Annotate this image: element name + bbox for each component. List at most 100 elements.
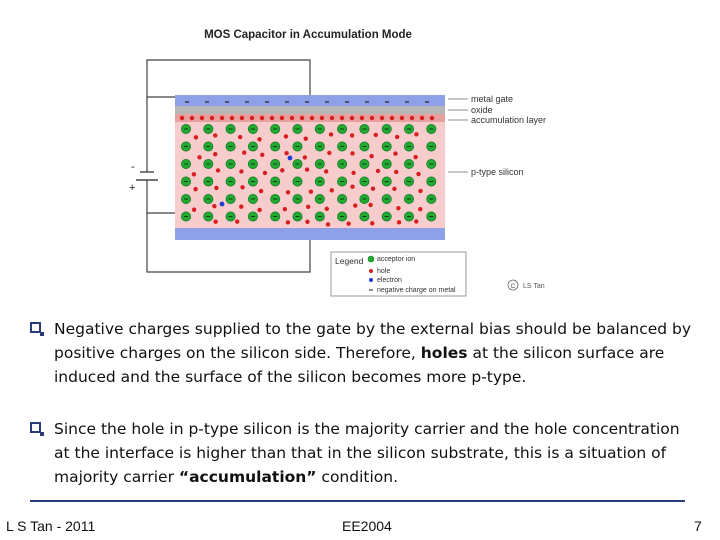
- footer-author: L S Tan - 2011: [6, 518, 96, 534]
- hole: [413, 154, 418, 160]
- hole: [302, 155, 308, 160]
- hole: [213, 219, 218, 224]
- hole: [193, 186, 198, 192]
- hole: [257, 137, 262, 142]
- copyright-author: LS Tan: [523, 283, 545, 290]
- hole: [191, 172, 197, 177]
- hole: [414, 219, 419, 224]
- legend-item-hole: hole: [377, 268, 390, 275]
- legend-title: Legend: [335, 256, 364, 266]
- accumulated-hole: [429, 115, 435, 121]
- footer-page-number: 7: [694, 518, 702, 534]
- hole: [258, 188, 264, 194]
- accumulated-hole: [269, 115, 275, 121]
- oxide-layer: [175, 106, 445, 114]
- accumulated-hole: [319, 115, 325, 121]
- accumulated-hole: [289, 115, 295, 121]
- hole: [418, 207, 423, 212]
- hole: [394, 134, 400, 140]
- accumulated-hole: [229, 115, 235, 121]
- accumulated-hole: [339, 115, 345, 121]
- p-type-silicon-label: p-type silicon: [471, 167, 524, 177]
- square-bullet-icon: [30, 422, 44, 436]
- bullet-emphasis: holes: [420, 344, 468, 362]
- metal-gate-label: metal gate: [471, 94, 513, 104]
- hole: [197, 155, 202, 160]
- hole: [237, 134, 243, 140]
- hole: [308, 189, 314, 194]
- hole: [394, 169, 399, 175]
- hole: [324, 206, 330, 211]
- hole: [416, 171, 421, 177]
- hole: [328, 132, 334, 137]
- accumulated-hole: [409, 115, 415, 121]
- footer-course: EE2004: [342, 518, 392, 534]
- hole: [284, 150, 289, 156]
- hole: [304, 167, 310, 172]
- hole: [418, 188, 423, 194]
- legend-acceptor-icon: [367, 255, 375, 263]
- accumulated-hole: [369, 115, 375, 121]
- accumulated-hole: [239, 115, 245, 121]
- bullet-text-run: condition.: [316, 468, 399, 486]
- hole: [191, 207, 197, 212]
- mos-capacitor-diagram: MOS Capacitor in Accumulation Mode - + m…: [129, 29, 546, 297]
- hole: [373, 132, 378, 138]
- hole: [350, 184, 355, 189]
- bullet-text-run: Negative charges supplied to the gate by…: [54, 320, 692, 362]
- hole: [303, 136, 308, 141]
- legend-item-negative-charge: negative charge on metal: [377, 287, 456, 294]
- accumulated-hole: [309, 115, 315, 121]
- accumulation-layer-label: accumulation layer: [471, 115, 546, 125]
- accumulated-hole: [379, 115, 385, 121]
- hole: [282, 207, 288, 212]
- accumulated-hole: [199, 115, 205, 121]
- bullet-item: Since the hole in p-type silicon is the …: [30, 417, 700, 489]
- accumulated-hole: [179, 115, 185, 121]
- hole: [285, 220, 291, 225]
- hole: [392, 186, 397, 192]
- hole-group: [191, 132, 423, 227]
- oxide-label: oxide: [471, 105, 493, 115]
- legend-box: [330, 251, 467, 297]
- hole: [213, 133, 218, 138]
- accumulated-hole: [359, 115, 365, 121]
- hole: [369, 153, 374, 159]
- accumulated-hole: [209, 115, 215, 121]
- accumulated-hole: [249, 115, 255, 121]
- bullet-text-run: Since the hole in p-type silicon is the …: [54, 420, 680, 486]
- acceptor-ion-grid: [180, 124, 437, 222]
- accumulated-hole: [389, 115, 395, 121]
- accumulated-hole: [219, 115, 225, 121]
- hole: [396, 220, 402, 225]
- accumulated-hole: [329, 115, 335, 121]
- bullet-emphasis: “accumulation”: [178, 468, 317, 486]
- hole: [260, 152, 265, 158]
- accumulation-holes: [179, 115, 435, 121]
- hole: [368, 202, 373, 208]
- accumulated-hole: [349, 115, 355, 121]
- copyright-symbol: C: [511, 283, 516, 290]
- footer-divider: [30, 500, 685, 502]
- bullet-text-run: at the silicon surface are induced and t…: [54, 344, 665, 386]
- hole: [351, 170, 356, 176]
- electron: [287, 155, 293, 161]
- hole: [280, 168, 285, 173]
- accumulated-hole: [259, 115, 265, 121]
- accumulated-hole: [399, 115, 405, 121]
- hole: [353, 203, 358, 208]
- hole: [193, 135, 199, 140]
- hole: [305, 204, 311, 210]
- accumulated-hole: [189, 115, 195, 121]
- hole: [235, 219, 240, 224]
- hole: [346, 221, 351, 226]
- hole: [213, 151, 218, 157]
- hole: [370, 221, 375, 226]
- hole: [240, 185, 245, 190]
- hole: [396, 205, 401, 211]
- electron: [219, 201, 225, 207]
- hole: [239, 169, 244, 174]
- accumulated-hole: [279, 115, 285, 121]
- battery-plus-label: +: [129, 182, 135, 194]
- hole: [283, 134, 289, 139]
